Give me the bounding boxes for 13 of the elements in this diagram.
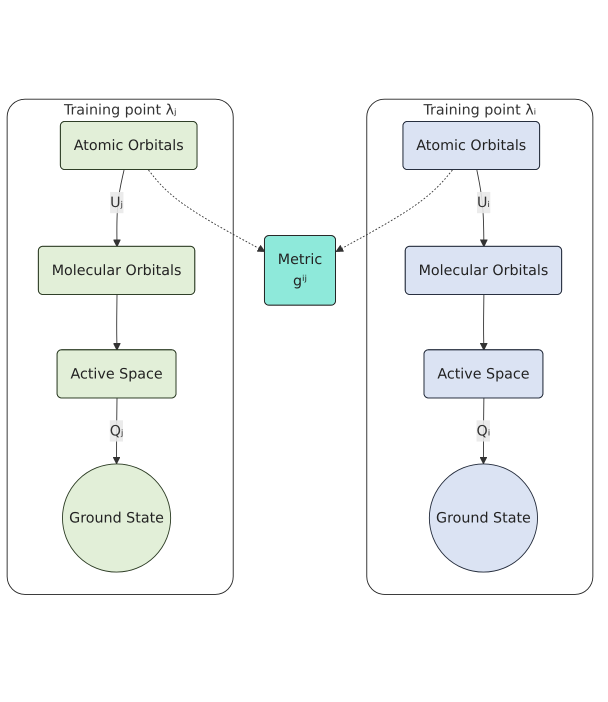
node-circle: Ground State xyxy=(428,464,538,573)
arrow xyxy=(480,398,488,464)
edge-label: Uⱼ xyxy=(110,194,124,211)
arrow xyxy=(336,170,453,252)
arrow xyxy=(112,398,120,464)
node-circle: Ground State xyxy=(62,464,172,573)
arrow xyxy=(148,170,266,252)
arrow xyxy=(112,294,121,351)
arrow xyxy=(480,294,488,351)
arrow xyxy=(476,170,488,248)
edge-label: Qᵢ xyxy=(476,422,490,440)
edge-label: Uᵢ xyxy=(476,194,490,211)
edge-label: Qⱼ xyxy=(110,422,124,440)
